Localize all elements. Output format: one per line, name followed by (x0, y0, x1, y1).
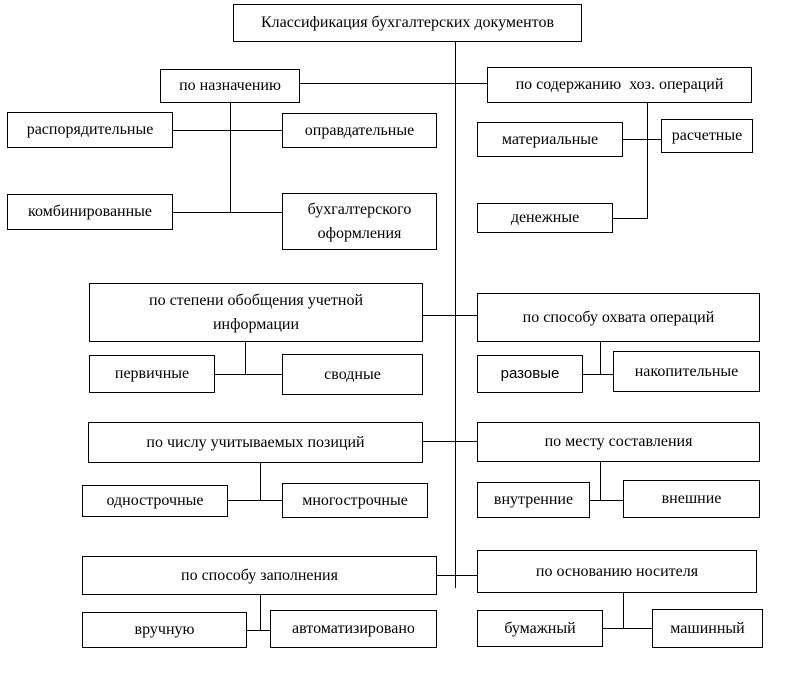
box-multi-line-label: многострочные (302, 491, 408, 509)
connector-single-multi-link-line (228, 500, 282, 501)
box-automated: автоматизировано (270, 610, 437, 648)
connector-positions-drop-line (260, 463, 261, 500)
box-combined-label: комбинированные (27, 203, 153, 221)
connector-internal-external-link-line (590, 500, 623, 501)
connector-medium-drop-line (623, 593, 624, 628)
box-primary: первичные (89, 355, 215, 393)
connector-purpose-drop-line (230, 103, 231, 212)
box-by-place: по месту составления (477, 422, 760, 462)
box-multi-line: многострочные (282, 483, 428, 518)
box-machine-label: машинный (670, 619, 745, 637)
box-manual-label: вручную (134, 621, 195, 639)
box-single-line: однострочные (82, 485, 228, 517)
connector-manual-automated-link-line (247, 630, 270, 631)
box-by-purpose: по назначению (160, 69, 300, 103)
box-internal: внутренние (477, 482, 590, 518)
box-consolidated: сводные (282, 354, 423, 395)
connector-filling-drop-line (260, 595, 261, 630)
box-justifying: оправдательные (282, 113, 437, 148)
box-one-time-label: разовые (500, 365, 560, 383)
box-by-coverage: по способу охвата операций (477, 293, 760, 342)
box-administrative-label: распорядительные (26, 121, 154, 139)
box-manual: вручную (82, 612, 247, 648)
box-settlement-label: расчетные (671, 127, 743, 145)
box-monetary: денежные (477, 203, 613, 233)
box-external-label: внешние (661, 490, 722, 508)
connector-material-settlement-link-line (623, 139, 661, 140)
box-by-generalization-label: по степени обобщения учетной информации (149, 292, 363, 333)
box-cumulative-label: накопительные (634, 362, 739, 380)
box-by-coverage-label: по способу охвата операций (522, 308, 715, 326)
box-paper-label: бумажный (504, 619, 576, 637)
box-by-content: по содержанию хоз. операций (487, 67, 752, 103)
box-by-content-label: по содержанию хоз. операций (515, 76, 724, 94)
box-root: Классификация бухгалтерских документов (233, 4, 582, 42)
connector-monetary-link-line (613, 218, 648, 219)
box-material: материальные (477, 122, 623, 157)
connector-primary-consolidated-link-line (215, 374, 282, 375)
connector-admin-justify-link-line (173, 130, 282, 131)
box-by-filling-label: по способу заполнения (181, 566, 338, 584)
box-paper: бумажный (477, 610, 603, 647)
box-by-place-label: по месту составления (544, 433, 693, 451)
box-by-medium: по основанию носителя (477, 550, 757, 593)
box-external: внешние (623, 480, 760, 518)
connector-coverage-drop-line (600, 342, 601, 374)
connector-positions-link-line (423, 441, 477, 442)
connector-place-drop-line (600, 462, 601, 500)
box-internal-label: внутренние (493, 491, 574, 509)
box-by-generalization: по степени обобщения учетной информации (89, 283, 423, 342)
box-consolidated-label: сводные (324, 365, 381, 383)
box-one-time: разовые (477, 355, 583, 393)
box-by-positions: по числу учитываемых позиций (88, 422, 423, 463)
box-by-medium-label: по основанию носителя (535, 562, 699, 580)
box-accounting-registration-label: бухгалтерского оформления (307, 201, 412, 242)
box-settlement: расчетные (661, 119, 753, 153)
box-material-label: материальные (501, 130, 599, 148)
box-administrative: распорядительные (7, 112, 173, 148)
connector-purpose-content-link-line (300, 83, 487, 84)
connector-filling-link-line (437, 575, 477, 576)
box-machine: машинный (652, 609, 763, 648)
connector-generalization-drop-line (245, 342, 246, 374)
box-justifying-label: оправдательные (304, 121, 415, 139)
connector-paper-machine-link-line (603, 628, 652, 629)
box-by-purpose-label: по назначению (179, 77, 281, 95)
box-automated-label: автоматизировано (292, 620, 415, 638)
box-combined: комбинированные (7, 194, 173, 230)
box-by-filling: по способу заполнения (82, 556, 437, 595)
box-primary-label: первичные (114, 365, 190, 383)
box-single-line-label: однострочные (106, 492, 204, 510)
connector-generalization-link-line (423, 315, 477, 316)
box-by-positions-label: по числу учитываемых позиций (146, 433, 365, 451)
connector-combined-registration-link-line (173, 212, 282, 213)
box-root-label: Классификация бухгалтерских документов (260, 14, 555, 32)
connector-onetime-cumulative-link-line (583, 374, 613, 375)
box-cumulative: накопительные (613, 351, 760, 392)
box-monetary-label: денежные (510, 209, 580, 227)
connector-content-drop-line (647, 103, 648, 218)
box-accounting-registration: бухгалтерского оформления (282, 193, 437, 250)
